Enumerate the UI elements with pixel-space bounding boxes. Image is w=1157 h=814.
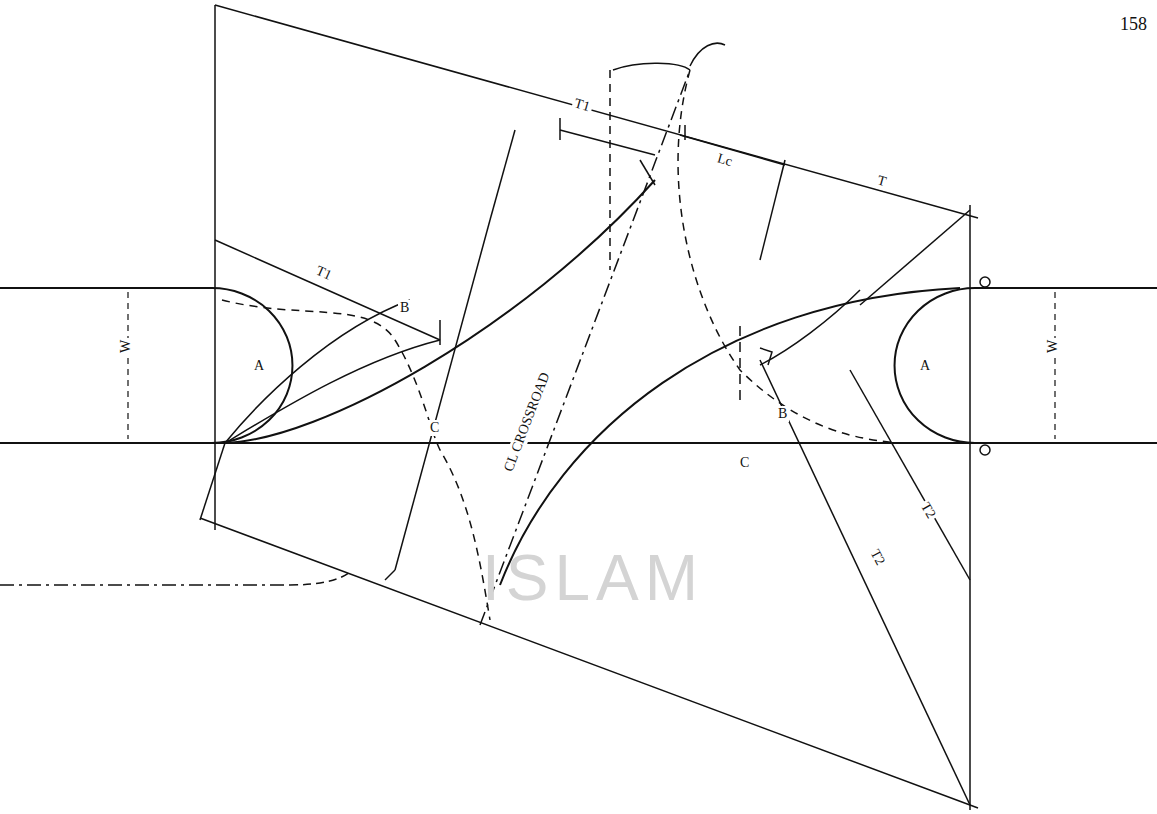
dimension-label: T2 xyxy=(866,545,889,570)
watermark: ISLAM xyxy=(480,545,706,611)
dimension-label: T2 xyxy=(916,498,940,523)
width-label: W xyxy=(118,338,134,355)
point-label: A xyxy=(252,358,266,374)
point-label: B xyxy=(398,300,411,316)
point-label: A xyxy=(918,358,932,374)
centerline-label: CL CROSSROAD xyxy=(500,368,554,475)
page-number: 158 xyxy=(1118,14,1149,34)
point-label: B xyxy=(776,406,789,422)
point-label: C xyxy=(428,420,441,436)
dimension-label: Lc xyxy=(714,150,736,171)
dimension-label: T1 xyxy=(571,95,594,116)
point-label: C xyxy=(738,455,751,471)
dimension-label: T1 xyxy=(311,262,335,285)
width-label: W xyxy=(1045,338,1061,355)
dimension-label: T xyxy=(874,172,890,191)
